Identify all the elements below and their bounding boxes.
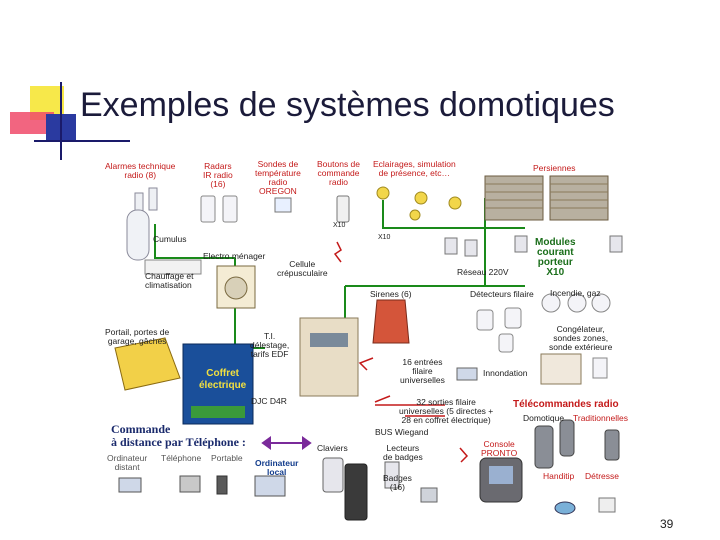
label-alarmes: Alarmes technique radio (8): [105, 161, 176, 180]
remotes: [534, 419, 620, 469]
label-x10a: X10: [333, 222, 346, 229]
remote-computer: [118, 477, 142, 493]
label-console: Console PRONTO: [481, 439, 518, 458]
bulbs: [376, 186, 462, 221]
label-claviers: Claviers: [317, 443, 348, 453]
alarm-sensor-2: [148, 187, 158, 211]
siren: [372, 299, 410, 344]
garage-door: [114, 337, 181, 391]
logo-horizontal-line: [34, 140, 130, 142]
line-cumulus: [154, 224, 235, 259]
wired-detectors: [476, 307, 522, 353]
label-detecteurs: Détecteurs filaire: [470, 289, 534, 299]
blinds: [484, 175, 609, 221]
label-ordinateur-local: Ordinateur local: [255, 458, 299, 477]
line-lights: [382, 200, 525, 229]
label-x10b: X10: [378, 234, 391, 241]
radio-remote: [336, 195, 350, 223]
local-computer: [254, 475, 286, 497]
label-congelateur: Congélateur, sondes zones, sonde extérie…: [549, 324, 613, 352]
red-square-icon: [10, 112, 54, 134]
x10-modules: [444, 235, 623, 257]
logo-vertical-line: [60, 82, 62, 160]
label-entrees: 16 entrées filaire universelles: [400, 357, 445, 385]
label-incendie: Incendie, gaz: [550, 288, 601, 298]
radar-2: [222, 195, 238, 223]
zone-sensor: [592, 357, 608, 379]
temperature-sensor: [274, 197, 292, 213]
label-handitip: Handitip: [543, 471, 575, 481]
radiator: [144, 259, 202, 275]
label-bus: BUS Wiegand: [375, 427, 429, 437]
label-portable: Portable: [211, 453, 243, 463]
handitip: [554, 501, 576, 515]
label-commande: Commande à distance par Téléphone :: [111, 422, 246, 449]
label-ordinateur-distant: Ordinateur distant: [107, 453, 148, 472]
label-ti: T.I. délestage, tarifs EDF: [250, 331, 290, 359]
label-radars: Radars IR radio (16): [203, 161, 233, 189]
label-innondation: Innondation: [483, 368, 528, 378]
label-cumulus: Cumulus: [153, 234, 187, 244]
freezer: [540, 353, 582, 385]
phone-arrow: [261, 436, 312, 450]
keypad-1: [322, 457, 344, 493]
radio-arrows: [333, 241, 469, 463]
mobile-phone: [216, 475, 228, 495]
label-cellule: Cellule crépusculaire: [277, 259, 328, 278]
label-sorties: 32 sorties filaire universelles (5 direc…: [399, 397, 494, 425]
label-coffret: Coffret électrique: [199, 368, 247, 391]
central-unit-display: [310, 333, 348, 347]
label-modules: Modules courant porteur X10: [535, 237, 576, 278]
smoke-detectors: [541, 293, 611, 313]
panic-button: [598, 497, 616, 513]
label-persiennes: Persiennes: [533, 163, 576, 173]
arrow-2: [374, 395, 391, 403]
label-telecommandes: Télécommandes radio: [513, 399, 619, 410]
water-heater: [126, 209, 150, 261]
label-reseau: Réseau 220V: [457, 267, 509, 277]
label-boutons: Boutons de commande radio: [317, 159, 361, 187]
label-lecteurs: Lecteurs de badges: [383, 443, 423, 462]
label-djc: DJC D4R: [251, 396, 287, 406]
slide-title: Exemples de systèmes domotiques: [80, 86, 615, 124]
label-eclairages: Eclairages, simulation de présence, etc…: [373, 159, 456, 178]
label-sondes: Sondes de température radio OREGON: [255, 159, 301, 196]
badge-reader: [384, 461, 400, 489]
home-automation-diagram: Alarmes technique radio (8) Radars IR ra…: [105, 158, 635, 523]
flood-sensor: [456, 367, 478, 381]
arrow-1: [358, 357, 374, 371]
radio-zigzag-1: [333, 241, 342, 263]
label-telephone: Téléphone: [161, 453, 202, 463]
label-badges: Badges (16): [383, 473, 412, 492]
label-electro: Electro ménager: [203, 251, 266, 261]
keypad-2: [344, 463, 368, 521]
label-chauffage: Chauffage et climatisation: [145, 271, 194, 290]
label-portail: Portail, portes de garage, gâches: [105, 327, 170, 346]
label-domotique: Domotique: [523, 413, 565, 423]
label-traditionnelles: Traditionnelles: [573, 413, 628, 423]
radar-1: [200, 195, 216, 223]
badge: [420, 487, 438, 503]
telephone-device: [179, 475, 201, 493]
label-sirenes: Sirenes (6): [370, 289, 412, 299]
central-unit: [299, 317, 359, 397]
arrow-5: [459, 447, 469, 463]
electric-box-breakers: [191, 406, 245, 418]
label-detresse: Détresse: [585, 471, 620, 481]
page-number: 39: [660, 517, 674, 531]
pronto-screen: [489, 466, 513, 484]
diagram-drawing: [114, 175, 623, 521]
